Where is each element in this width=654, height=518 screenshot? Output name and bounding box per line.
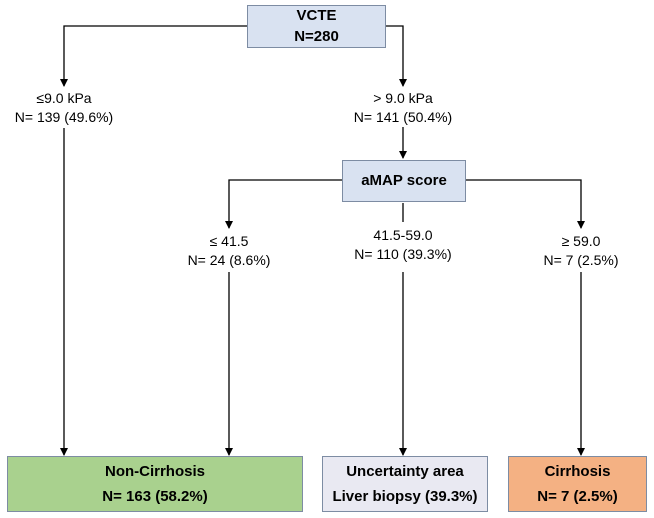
uncertainty-area-node: Uncertainty area Liver biopsy (39.3%) (322, 456, 488, 512)
branch-count: N= 139 (49.6%) (14, 108, 114, 125)
cirrhosis-node: Cirrhosis N= 7 (2.5%) (508, 456, 647, 512)
branch-threshold: ≤9.0 kPa (36, 90, 92, 106)
non-cirrhosis-count: N= 163 (58.2%) (102, 488, 208, 505)
branch-count: N= 141 (50.4%) (353, 108, 453, 125)
branch-count: N= 7 (2.5%) (543, 251, 619, 268)
branch-label-amap-low: ≤ 41.5 N= 24 (8.6%) (170, 232, 288, 270)
cirrhosis-count: N= 7 (2.5%) (537, 488, 618, 505)
branch-count: N= 110 (39.3%) (354, 245, 452, 262)
vcte-node-title: VCTE (296, 7, 337, 25)
branch-label-amap-mid: 41.5-59.0 N= 110 (39.3%) (340, 226, 466, 264)
branch-threshold: ≤ 41.5 (209, 233, 249, 249)
connector-vcte-to-high (386, 25, 407, 87)
vcte-node: VCTE N=280 (247, 5, 386, 48)
branch-label-vcte-high: > 9.0 kPa N= 141 (50.4%) (340, 89, 466, 127)
branch-threshold: ≥ 59.0 (561, 233, 601, 249)
connector-vcte-to-low (60, 25, 247, 87)
branch-label-amap-high: ≥ 59.0 N= 7 (2.5%) (522, 232, 640, 270)
connector-amap-to-low (225, 179, 342, 229)
non-cirrhosis-node: Non-Cirrhosis N= 163 (58.2%) (7, 456, 303, 512)
non-cirrhosis-title: Non-Cirrhosis (104, 462, 205, 480)
branch-count: N= 24 (8.6%) (187, 251, 271, 268)
uncertainty-area-subtitle: Liver biopsy (39.3%) (332, 488, 478, 505)
branch-label-vcte-low: ≤9.0 kPa N= 139 (49.6%) (0, 89, 128, 127)
amap-score-node: aMAP score (342, 160, 466, 202)
cirrhosis-title: Cirrhosis (544, 462, 611, 480)
vcte-node-count: N=280 (294, 27, 339, 45)
branch-threshold: 41.5-59.0 (373, 227, 433, 243)
uncertainty-area-title: Uncertainty area (346, 462, 464, 480)
connector-amap-to-high (466, 179, 585, 229)
amap-score-node-title: aMAP score (361, 171, 447, 189)
branch-threshold: > 9.0 kPa (373, 90, 433, 106)
